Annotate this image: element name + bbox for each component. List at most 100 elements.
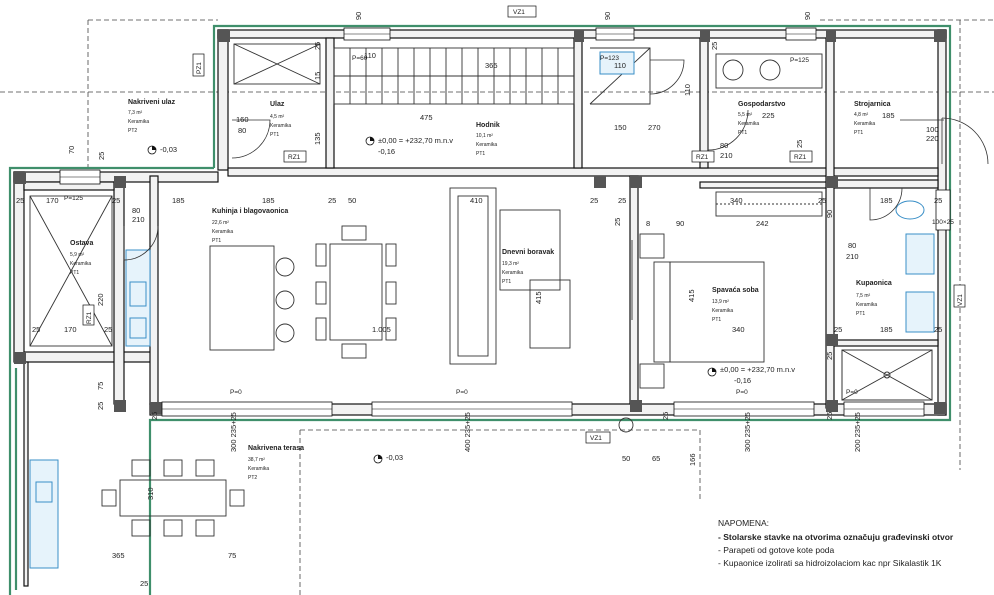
svg-text:Keramika: Keramika [212, 229, 233, 235]
svg-text:22,6 m²: 22,6 m² [212, 220, 229, 226]
svg-text:15: 15 [313, 72, 322, 80]
svg-text:90: 90 [603, 12, 612, 20]
svg-text:90: 90 [676, 219, 684, 228]
svg-text:25: 25 [16, 196, 24, 205]
svg-text:80: 80 [720, 141, 728, 150]
svg-text:210: 210 [846, 252, 859, 261]
svg-text:300 235+25: 300 235+25 [229, 412, 238, 452]
svg-text:25: 25 [825, 352, 834, 360]
svg-text:475: 475 [420, 113, 433, 122]
svg-text:340: 340 [732, 325, 745, 334]
svg-text:Keramika: Keramika [70, 261, 91, 267]
svg-text:210: 210 [132, 215, 145, 224]
staircase [333, 47, 651, 105]
svg-text:Keramika: Keramika [128, 119, 149, 125]
svg-text:65: 65 [652, 454, 660, 463]
svg-text:166: 166 [688, 453, 697, 466]
svg-text:PT1: PT1 [476, 151, 485, 157]
svg-text:RZ1: RZ1 [696, 154, 709, 161]
svg-text:25: 25 [661, 412, 670, 420]
svg-text:Keramika: Keramika [270, 123, 291, 129]
tag-boxes [82, 5, 966, 444]
svg-text:185: 185 [880, 325, 893, 334]
svg-text:25: 25 [795, 140, 804, 148]
room-name: Dnevni boravak [502, 249, 554, 256]
kitchen-furniture [125, 225, 397, 359]
svg-text:90: 90 [803, 12, 812, 20]
svg-text:25: 25 [834, 325, 842, 334]
svg-text:P=0: P=0 [456, 389, 468, 396]
svg-text:1.005: 1.005 [372, 325, 391, 334]
svg-text:RZ1: RZ1 [86, 311, 93, 324]
svg-text:8: 8 [646, 219, 650, 228]
doors [123, 59, 989, 261]
room-name: Ostava [70, 240, 93, 247]
svg-text:-0,03: -0,03 [386, 453, 403, 462]
svg-text:13,9 m²: 13,9 m² [712, 299, 729, 305]
svg-text:415: 415 [534, 291, 543, 304]
room-name: Gospodarstvo [738, 101, 785, 108]
svg-text:P=125: P=125 [790, 57, 809, 64]
svg-text:-0,16: -0,16 [378, 147, 395, 156]
svg-text:PZ1: PZ1 [196, 62, 203, 74]
svg-text:340: 340 [730, 196, 743, 205]
svg-text:185: 185 [882, 111, 895, 120]
svg-text:PT1: PT1 [212, 238, 221, 244]
svg-text:Keramika: Keramika [738, 121, 759, 127]
svg-text:25: 25 [150, 412, 159, 420]
svg-text:400 235+25: 400 235+25 [463, 412, 472, 452]
svg-text:±0,00 = +232,70 m.n.v: ±0,00 = +232,70 m.n.v [378, 136, 453, 145]
svg-text:25: 25 [825, 412, 834, 420]
svg-text:220: 220 [96, 293, 105, 306]
room-name: Ulaz [270, 101, 285, 108]
svg-text:25: 25 [140, 579, 148, 588]
svg-text:10,1 m²: 10,1 m² [476, 133, 493, 139]
notes-block: NAPOMENA: - Stolarske stavke na otvorima… [718, 518, 954, 568]
svg-text:PT1: PT1 [270, 132, 279, 138]
svg-text:25: 25 [934, 325, 942, 334]
svg-text:170: 170 [64, 325, 77, 334]
svg-text:110: 110 [364, 51, 376, 60]
svg-text:170: 170 [46, 196, 59, 205]
interior-walls [23, 37, 939, 409]
svg-text:135: 135 [313, 132, 322, 145]
svg-text:415: 415 [687, 289, 696, 302]
svg-text:19,3 m²: 19,3 m² [502, 261, 519, 267]
tag-labels: VZ1 RZ1 RZ1 RZ1 VZ1 P=125 P=125 P=60 P=1… [64, 9, 964, 442]
svg-text:5,5 m²: 5,5 m² [738, 112, 753, 118]
room-name: Spavaća soba [712, 287, 759, 294]
svg-text:Keramika: Keramika [856, 302, 877, 308]
svg-text:100×25: 100×25 [932, 219, 954, 226]
note-line: - Parapeti od gotove kote poda [718, 545, 835, 555]
svg-text:50: 50 [622, 454, 630, 463]
svg-text:150: 150 [614, 123, 627, 132]
svg-text:25: 25 [618, 196, 626, 205]
columns [14, 30, 946, 414]
room-name: Nakrivena terasa [248, 445, 304, 452]
svg-text:VZ1: VZ1 [957, 294, 964, 306]
room-name: Nakriveni ulaz [128, 99, 176, 106]
note-line: - Kupaonice izolirati sa hidroizolaciom … [718, 558, 942, 568]
svg-text:PT1: PT1 [854, 130, 863, 136]
bedroom-furniture [639, 233, 765, 389]
svg-text:25: 25 [112, 196, 120, 205]
svg-text:38,7 m²: 38,7 m² [248, 457, 265, 463]
svg-text:242: 242 [756, 219, 769, 228]
svg-text:7,3 m²: 7,3 m² [128, 110, 143, 116]
svg-text:70: 70 [67, 146, 76, 154]
svg-text:410: 410 [470, 196, 483, 205]
svg-text:90: 90 [354, 12, 363, 20]
svg-text:160: 160 [236, 115, 249, 124]
svg-text:25: 25 [313, 42, 322, 50]
svg-text:5,9 m²: 5,9 m² [70, 252, 85, 258]
svg-text:90: 90 [825, 210, 834, 218]
svg-text:Keramika: Keramika [502, 270, 523, 276]
svg-text:Keramika: Keramika [248, 466, 269, 472]
svg-text:25: 25 [96, 402, 105, 410]
svg-text:-0,16: -0,16 [734, 376, 751, 385]
room-name: Kupaonica [856, 280, 892, 287]
svg-text:25: 25 [104, 325, 112, 334]
svg-text:RZ1: RZ1 [794, 154, 807, 161]
svg-text:-0,03: -0,03 [160, 145, 177, 154]
